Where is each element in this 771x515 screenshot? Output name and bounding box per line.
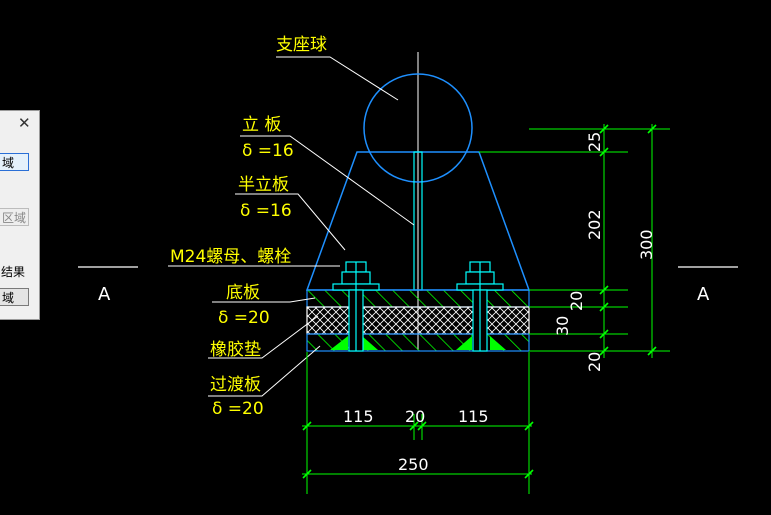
dim-tick [599, 302, 609, 312]
transition-accent [362, 336, 378, 350]
close-icon[interactable]: ✕ [18, 114, 31, 132]
rubber-pad [306, 306, 530, 335]
leader-rubber [208, 315, 319, 359]
leader-support-ball [276, 56, 399, 101]
dim-tick [409, 421, 419, 431]
label-half-plate-t: δ =16 [240, 201, 292, 221]
bolt-right [456, 261, 504, 352]
dialog-panel: ✕ 域 区域 结果 域 [0, 110, 40, 320]
dim-202: 202 [585, 209, 604, 240]
transition-accent [330, 336, 348, 350]
dim-tick [302, 421, 312, 431]
label-rubber: 橡胶垫 [210, 340, 261, 360]
leader-transition [208, 345, 321, 397]
section-label-right: A [697, 284, 710, 305]
dim-tick [599, 285, 609, 295]
dim-tick [524, 469, 534, 479]
label-transition-plate-t: δ =20 [212, 399, 264, 419]
dim-tick [599, 124, 609, 134]
dim-tick [599, 346, 609, 356]
transition-accent [456, 336, 472, 350]
dim-tick [524, 421, 534, 431]
label-base-plate: 底板 [226, 283, 260, 303]
dim-tick [599, 329, 609, 339]
dim-250: 250 [398, 455, 429, 474]
dim-tick [599, 147, 609, 157]
dim-20-b: 20 [585, 352, 604, 372]
dim-115-right: 115 [458, 407, 489, 426]
section-label-left: A [98, 284, 111, 305]
dim-tick [417, 421, 427, 431]
dim-115-left: 115 [343, 407, 374, 426]
dim-20-a: 20 [567, 291, 586, 311]
transition-accent [490, 336, 506, 350]
label-vertical-plate-t: δ =16 [242, 141, 294, 161]
base-plate [306, 289, 530, 308]
leader-half-plate [235, 193, 346, 251]
dialog-button-1[interactable]: 域 [0, 153, 29, 171]
leader-base-plate [212, 297, 316, 303]
dim-30: 30 [553, 316, 572, 336]
dialog-result-label: 结果 [1, 265, 26, 279]
dim-20-mid: 20 [405, 407, 425, 426]
dim-300: 300 [637, 229, 656, 260]
label-support-ball: 支座球 [276, 35, 327, 55]
label-bolt: M24螺母、螺栓 [170, 247, 291, 267]
dim-tick [647, 346, 657, 356]
label-half-plate: 半立板 [238, 175, 289, 195]
support-ball [363, 73, 473, 183]
dim-tick [647, 124, 657, 134]
dim-25: 25 [585, 132, 604, 152]
bolt-left [332, 261, 380, 352]
label-base-plate-t: δ =20 [218, 308, 270, 328]
dialog-button-2[interactable]: 区域 [0, 208, 29, 226]
dim-tick [302, 469, 312, 479]
leader-vertical-plate [240, 135, 415, 226]
dialog-button-3[interactable]: 域 [0, 288, 29, 306]
label-transition-plate: 过渡板 [210, 375, 261, 395]
label-vertical-plate: 立 板 [242, 115, 281, 135]
